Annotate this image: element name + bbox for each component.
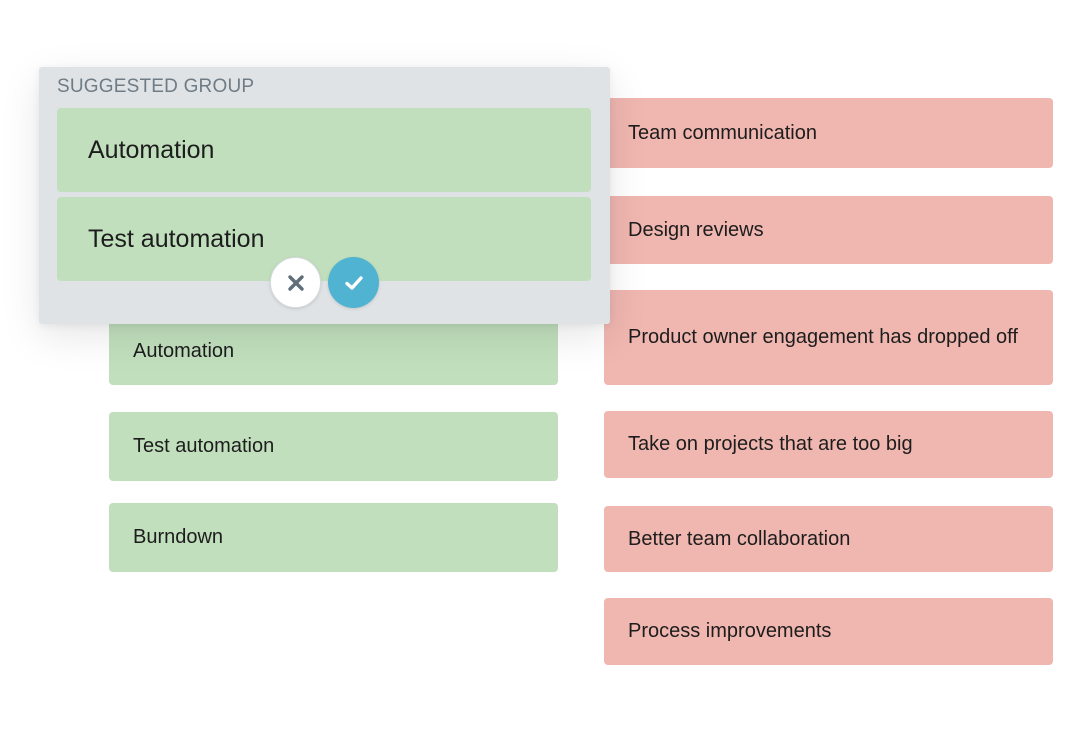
card-label: Product owner engagement has dropped off bbox=[628, 326, 1018, 348]
card-label: Team communication bbox=[628, 121, 817, 144]
left-card-automation[interactable]: Automation bbox=[109, 315, 558, 385]
card-label: Burndown bbox=[133, 526, 224, 548]
right-card-team-communication[interactable]: Team communication bbox=[604, 98, 1053, 168]
card-label: Process improvements bbox=[628, 620, 832, 642]
right-card-team-collaboration[interactable]: Better team collaboration bbox=[604, 506, 1053, 572]
dismiss-suggestion-button[interactable] bbox=[270, 257, 321, 308]
card-label: Automation bbox=[88, 135, 215, 164]
card-label: Take on projects that are too big bbox=[628, 433, 913, 455]
card-label: Better team collaboration bbox=[628, 527, 851, 550]
suggested-card-automation[interactable]: Automation bbox=[57, 108, 591, 192]
left-card-burndown[interactable]: Burndown bbox=[109, 503, 558, 572]
right-card-design-reviews[interactable]: Design reviews bbox=[604, 196, 1053, 264]
suggested-group-panel: SUGGESTED GROUP Automation Test automati… bbox=[39, 67, 610, 324]
left-card-test-automation[interactable]: Test automation bbox=[109, 412, 558, 481]
check-icon bbox=[344, 275, 363, 290]
suggested-card-test-automation[interactable]: Test automation bbox=[57, 197, 591, 281]
card-label: Test automation bbox=[88, 224, 265, 253]
card-label: Test automation bbox=[133, 435, 275, 457]
close-icon bbox=[287, 274, 304, 291]
card-label: Design reviews bbox=[628, 218, 764, 241]
suggested-group-title: SUGGESTED GROUP bbox=[57, 76, 255, 97]
accept-suggestion-button[interactable] bbox=[328, 257, 379, 308]
right-card-product-owner-engagement[interactable]: Product owner engagement has dropped off bbox=[604, 290, 1053, 385]
card-label: Automation bbox=[133, 339, 235, 362]
right-card-projects-too-big[interactable]: Take on projects that are too big bbox=[604, 411, 1053, 478]
right-card-process-improvements[interactable]: Process improvements bbox=[604, 598, 1053, 665]
